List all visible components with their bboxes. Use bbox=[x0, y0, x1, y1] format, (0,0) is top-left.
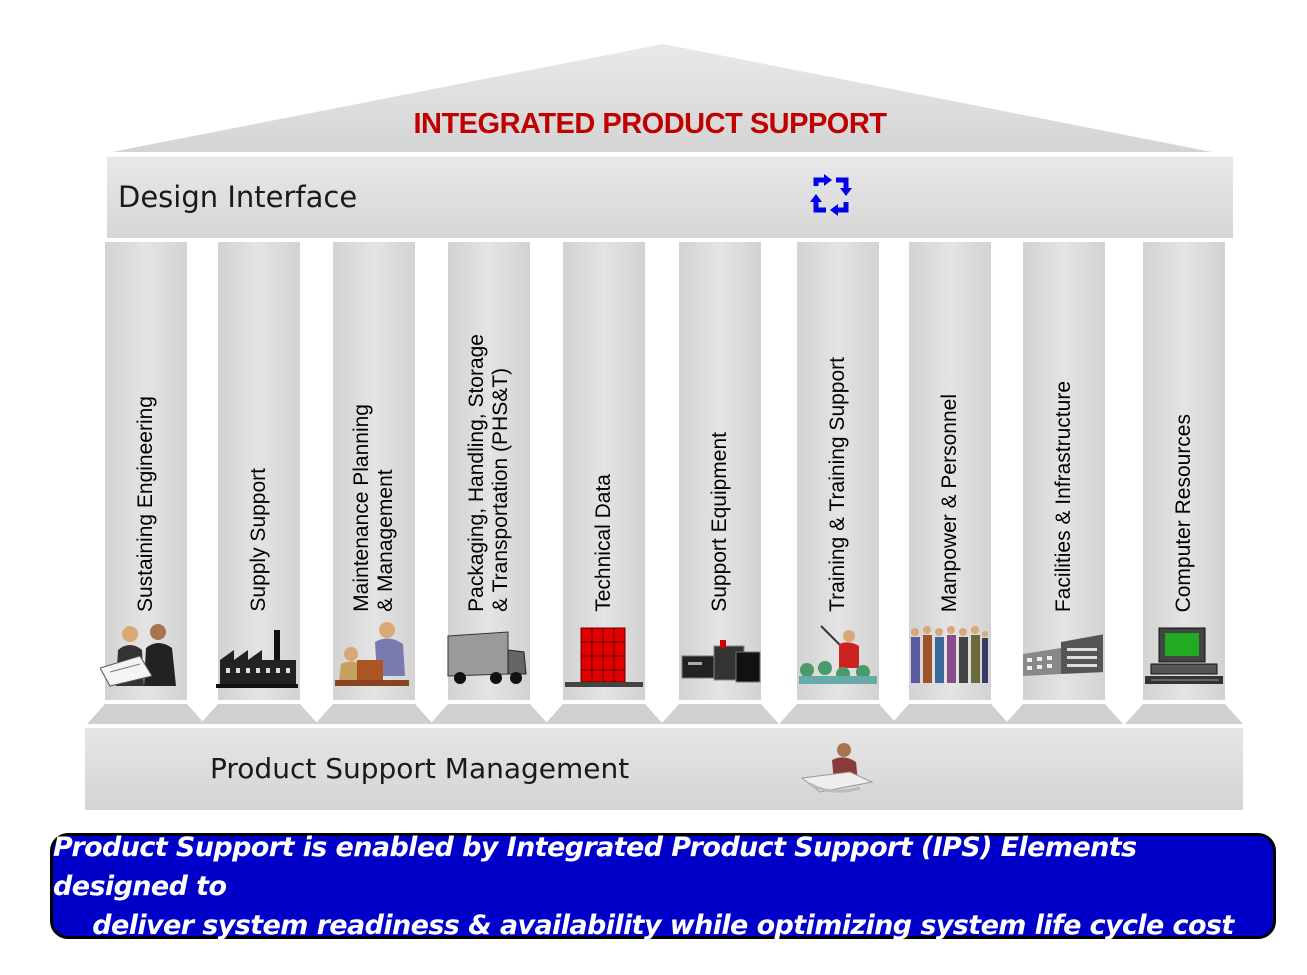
pillar-support-equipment bbox=[679, 242, 761, 700]
manager-at-desk-icon bbox=[800, 743, 874, 793]
summary-banner: Product Support is enabled by Integrated… bbox=[50, 832, 1276, 941]
pillar-training bbox=[797, 242, 879, 700]
buildings-icon bbox=[1023, 634, 1103, 676]
pillar-computer-resources bbox=[1143, 242, 1225, 700]
engineers-reviewing-plans-icon bbox=[100, 624, 176, 687]
mechanic-at-work-icon bbox=[335, 622, 409, 686]
pillar-foot bbox=[545, 704, 663, 724]
pillar-label: Sustaining Engineering bbox=[134, 396, 157, 612]
product-support-management-base bbox=[85, 728, 1243, 810]
computer-icon bbox=[1145, 627, 1223, 684]
banner-line-1: Product Support is enabled by Integrated… bbox=[53, 831, 1137, 902]
pillar-maintenance-planning bbox=[333, 242, 415, 700]
classroom-instructor-icon bbox=[799, 625, 877, 684]
pillar-supply-support bbox=[218, 242, 300, 700]
pillar-label: Packaging, Handling, Storage & Transport… bbox=[465, 334, 512, 612]
pillar-label: Computer Resources bbox=[1172, 413, 1195, 612]
equipment-boxes-icon bbox=[681, 640, 761, 683]
pillar-facilities bbox=[1023, 242, 1105, 700]
design-interface-label: Design Interface bbox=[118, 180, 358, 214]
pillar-bases bbox=[87, 704, 1243, 724]
pillar-foot bbox=[1005, 704, 1123, 724]
pillar-label: Training & Training Support bbox=[826, 357, 849, 612]
pillar-foot bbox=[200, 704, 318, 724]
roof bbox=[112, 44, 1212, 152]
pillar-sustaining-engineering bbox=[105, 242, 187, 700]
pillar-label: Technical Data bbox=[592, 474, 615, 612]
pillar-foot bbox=[1125, 704, 1243, 724]
design-interface-beam bbox=[107, 156, 1233, 238]
document-binders-icon bbox=[565, 627, 643, 687]
factory-icon bbox=[216, 630, 298, 688]
pillar-foot bbox=[430, 704, 548, 724]
pillar-foot bbox=[87, 704, 205, 724]
truck-icon bbox=[447, 631, 527, 684]
pillar-phst bbox=[448, 242, 530, 700]
product-support-management-label: Product Support Management bbox=[210, 752, 630, 785]
pillar-label: Maintenance Planning & Management bbox=[350, 404, 397, 612]
pillar-manpower bbox=[909, 242, 991, 700]
pillar-technical-data bbox=[563, 242, 645, 700]
cycle-arrows-icon bbox=[810, 174, 852, 216]
pillar-foot bbox=[779, 704, 897, 724]
group-of-people-icon bbox=[911, 626, 988, 683]
banner-line-2: deliver system readiness & availability … bbox=[92, 909, 1234, 941]
pillar-label: Facilities & Infrastructure bbox=[1052, 380, 1075, 612]
pillar-label: Support Equipment bbox=[708, 432, 731, 612]
pillar-label: Manpower & Personnel bbox=[938, 393, 961, 612]
pillar-foot bbox=[661, 704, 779, 724]
diagram-title: INTEGRATED PRODUCT SUPPORT bbox=[413, 108, 887, 140]
pillar-label: Supply Support bbox=[247, 468, 270, 612]
pillar-foot bbox=[315, 704, 433, 724]
pillar-foot bbox=[891, 704, 1009, 724]
